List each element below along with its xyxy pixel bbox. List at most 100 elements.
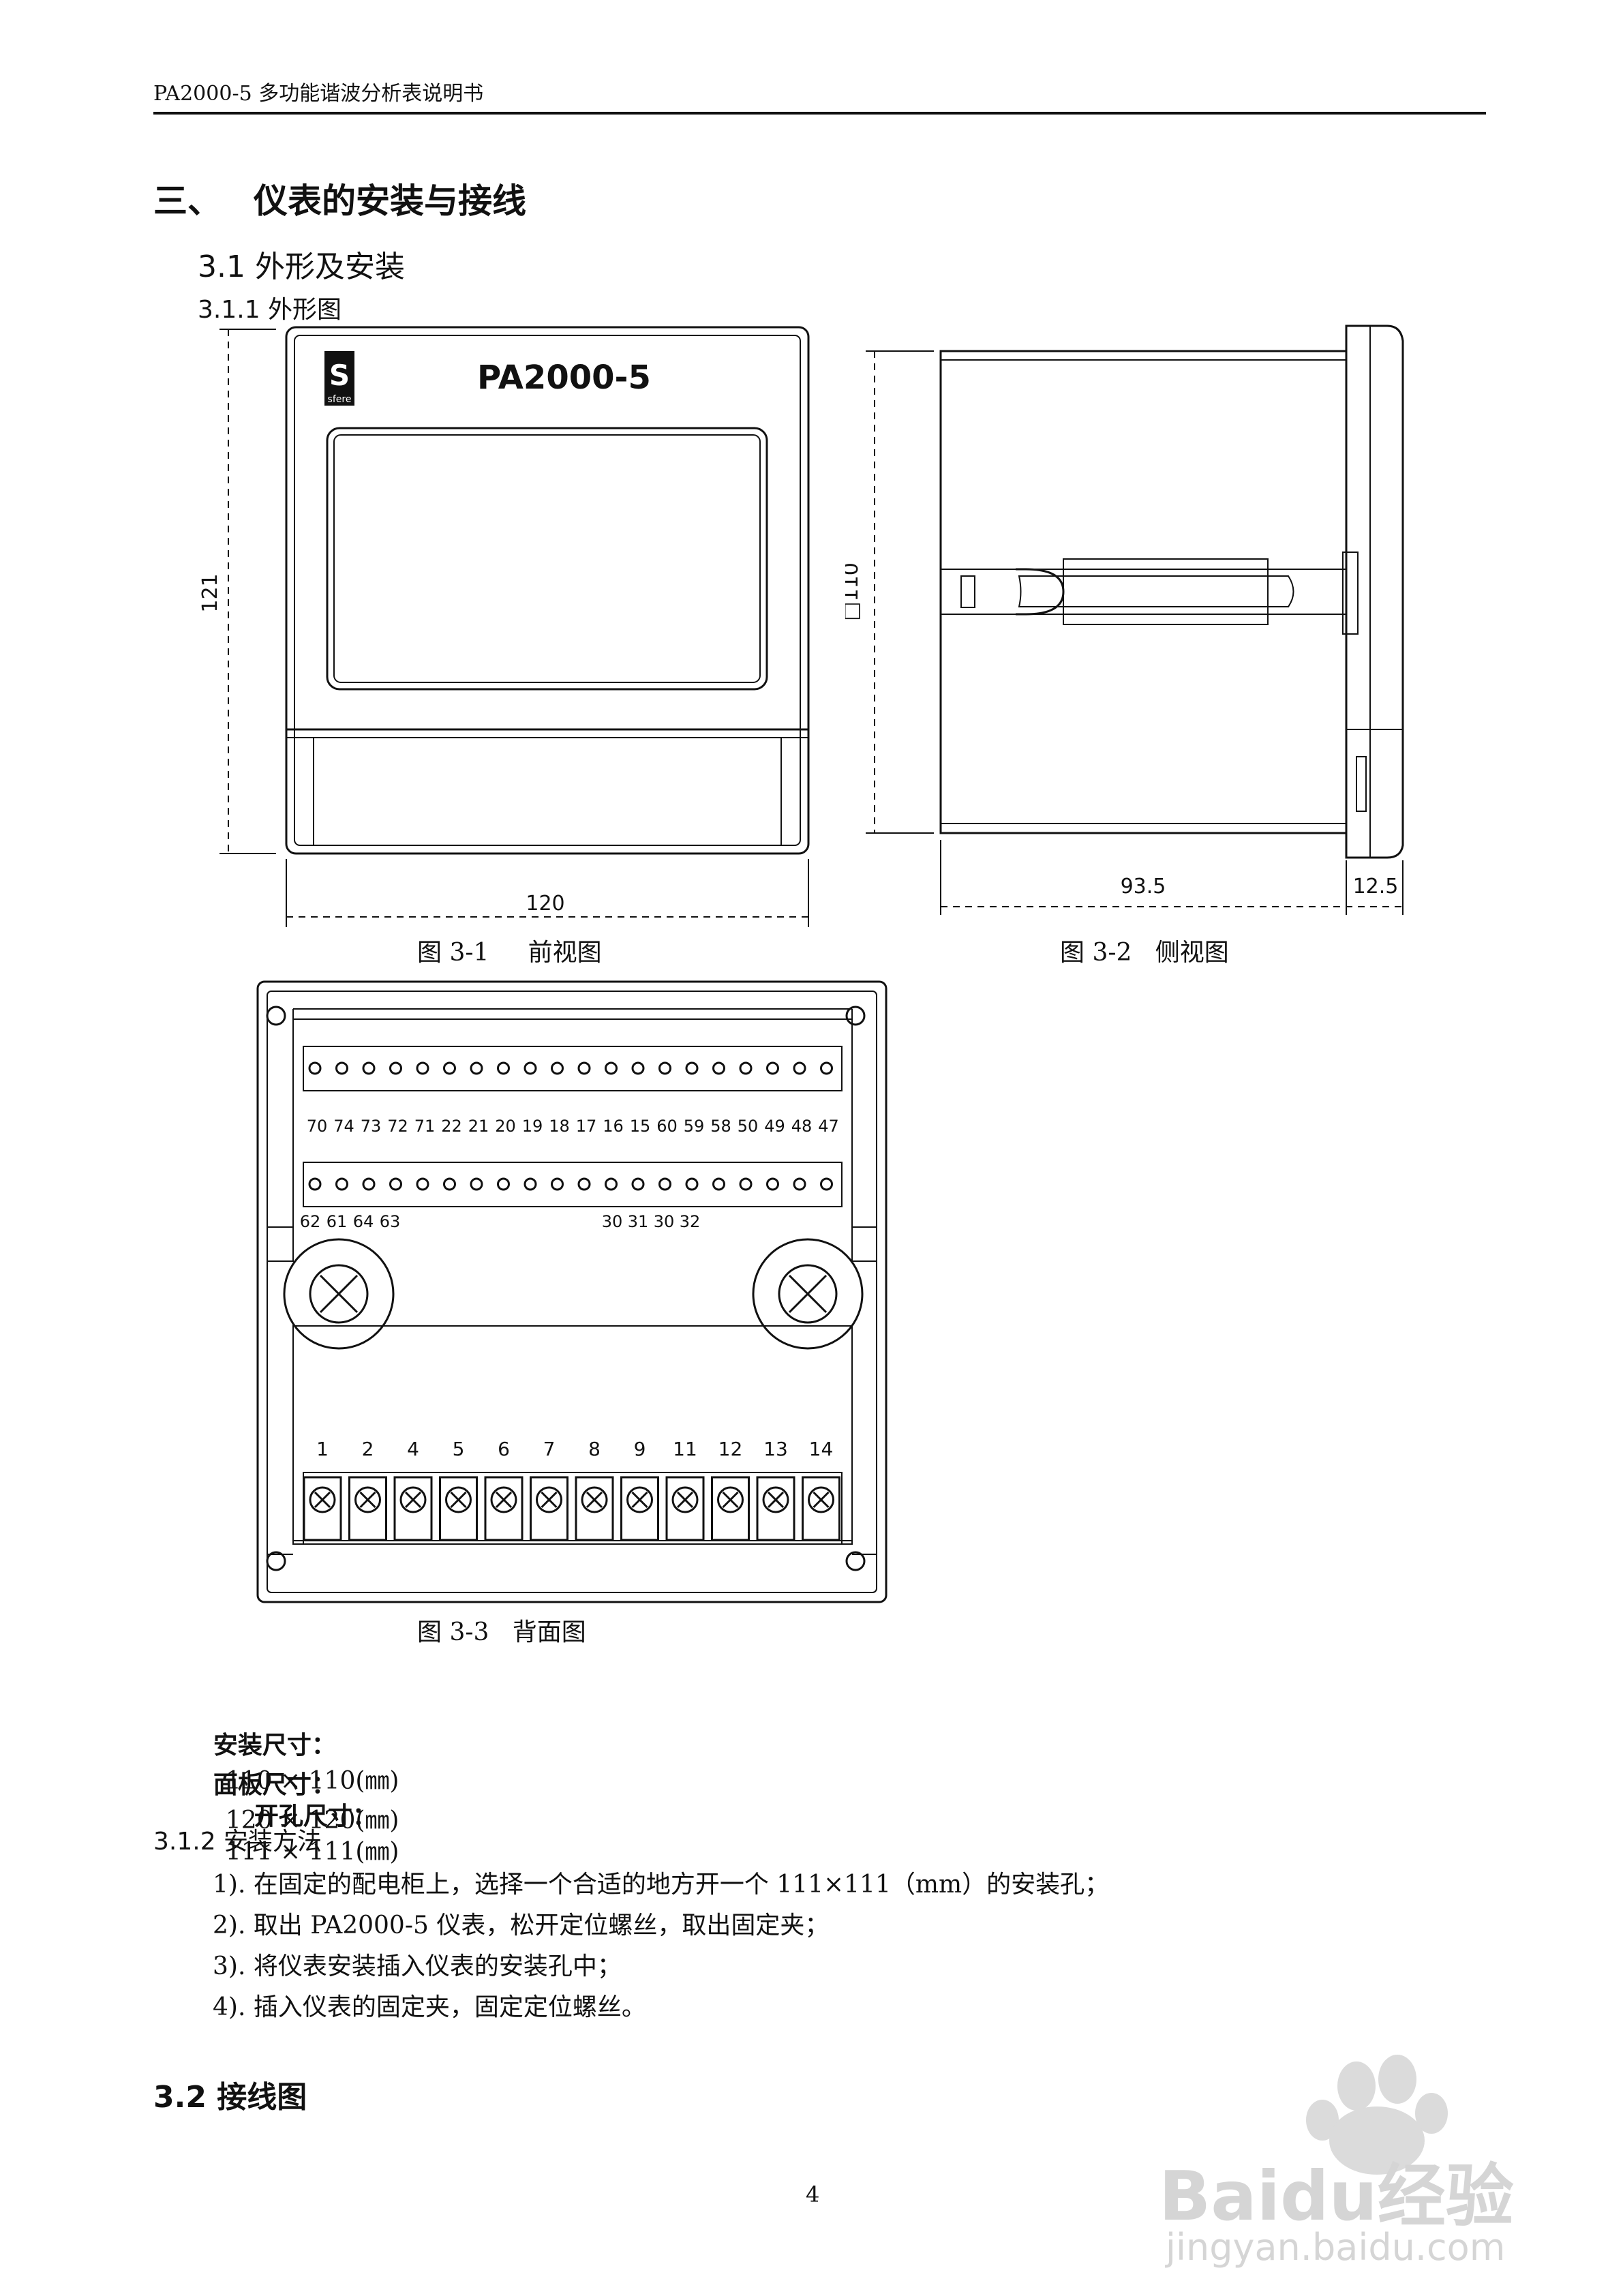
screw-terminal	[711, 1476, 750, 1541]
terminal-label: 30	[654, 1212, 675, 1231]
terminal-row-mid	[308, 1177, 833, 1191]
terminal-label: 63	[380, 1212, 401, 1231]
terminal-label: 64	[353, 1212, 374, 1231]
terminal-pin	[362, 1177, 376, 1191]
terminal-pin	[389, 1177, 402, 1191]
section-3-number: 三、	[153, 181, 222, 221]
terminal-label: 7	[543, 1438, 556, 1460]
figure-3-1-caption: 图 3-1 前视图	[417, 939, 602, 967]
screw-terminal	[484, 1476, 524, 1541]
screw-terminal	[575, 1476, 614, 1541]
install-step-4: 4). 插入仪表的固定夹，固定定位螺丝。	[213, 1993, 646, 2021]
section-3-1-title: 3.1 外形及安装	[198, 250, 405, 284]
terminal-pin	[658, 1061, 671, 1075]
terminal-pin	[631, 1177, 645, 1191]
terminal-label: 31	[628, 1212, 649, 1231]
terminal-pin	[470, 1177, 483, 1191]
terminal-pin	[712, 1061, 725, 1075]
terminal-pin	[551, 1061, 564, 1075]
terminal-pin	[739, 1177, 753, 1191]
terminal-pin	[685, 1177, 699, 1191]
terminal-label: 4	[407, 1438, 419, 1460]
terminal-pin	[308, 1061, 322, 1075]
terminal-label: 18	[549, 1117, 570, 1136]
screw-slot	[541, 1491, 558, 1509]
terminal-label: 58	[710, 1117, 731, 1136]
terminal-label: 1	[316, 1438, 329, 1460]
terminal-label: 50	[738, 1117, 759, 1136]
install-size-value: 110 × 110(㎜)	[225, 1767, 399, 1795]
terminal-pin	[766, 1061, 779, 1075]
screw-slot	[767, 1491, 785, 1509]
sfere-logo	[324, 351, 354, 406]
dim-height-121: 121	[198, 573, 222, 612]
dim-front-12-5: 12.5	[1353, 875, 1399, 898]
terminal-label: 19	[522, 1117, 543, 1136]
install-size-label: 安装尺寸：	[213, 1732, 336, 1759]
terminal-label: 15	[630, 1117, 651, 1136]
terminal-label: 13	[763, 1438, 788, 1460]
panel-size-label: 面板尺寸：	[213, 1771, 336, 1799]
screw-terminal	[530, 1476, 568, 1541]
terminal-pin	[416, 1061, 429, 1075]
screw-terminal	[620, 1476, 659, 1541]
terminal-screw	[808, 1486, 834, 1513]
side-view-figure: □110 93.5 12.5	[845, 324, 1404, 915]
cutout-size-value: 111 × 111(㎜)	[225, 1838, 399, 1866]
spec-line-2: 面板尺寸： 120 × 120(㎜)	[198, 1737, 399, 1836]
mounting-screw-left	[309, 1264, 369, 1324]
svg-text:S: S	[329, 359, 350, 392]
terminal-pin	[577, 1177, 591, 1191]
terminal-label: 32	[680, 1212, 701, 1231]
terminal-label: 73	[361, 1117, 382, 1136]
front-view-figure: S sfere PA2000-5 121 120	[198, 326, 810, 927]
paw-icon	[1306, 2055, 1448, 2175]
terminal-pin	[605, 1061, 618, 1075]
section-3-2-title: 3.2 接线图	[153, 2080, 307, 2115]
terminal-label: 49	[764, 1117, 785, 1136]
section-3-title: 仪表的安装与接线	[254, 181, 526, 221]
terminal-label: 20	[495, 1117, 516, 1136]
terminal-label: 8	[588, 1438, 601, 1460]
terminal-pin	[658, 1177, 671, 1191]
screw-slot	[722, 1491, 739, 1509]
terminal-pin	[631, 1061, 645, 1075]
terminal-screw	[762, 1486, 789, 1513]
figure-3-2-caption: 图 3-2 侧视图	[1060, 939, 1229, 967]
terminal-pin	[443, 1177, 456, 1191]
terminal-pin	[524, 1177, 537, 1191]
section-3-1-1-title: 3.1.1 外形图	[198, 296, 342, 324]
terminal-screw	[309, 1486, 336, 1513]
terminal-screw	[445, 1486, 472, 1513]
screw-terminal	[802, 1476, 840, 1541]
terminal-pin	[793, 1061, 806, 1075]
terminal-screw	[536, 1486, 562, 1513]
screw-slot	[450, 1491, 467, 1509]
figure-3-3-caption: 图 3-3 背面图	[417, 1618, 586, 1646]
install-step-1: 1). 在固定的配电柜上，选择一个合适的地方开一个 111×111（mm）的安装…	[213, 1871, 1110, 1899]
screw-slot	[676, 1491, 694, 1509]
terminal-label: 47	[818, 1117, 839, 1136]
watermark-brand: Baidu经验	[1159, 2156, 1514, 2236]
terminal-row-top	[308, 1061, 833, 1075]
model-label: PA2000-5	[477, 359, 651, 397]
terminal-pin	[605, 1177, 618, 1191]
terminal-pin	[335, 1177, 348, 1191]
terminal-screw	[490, 1486, 517, 1513]
terminal-label: 22	[441, 1117, 462, 1136]
terminal-label: 12	[718, 1438, 743, 1460]
terminal-label: 74	[333, 1117, 354, 1136]
spec-line-1: 安装尺寸： 110 × 110(㎜) 开孔尺寸： 111 × 111(㎜)	[198, 1697, 399, 1867]
terminal-pin	[820, 1177, 833, 1191]
terminal-label: 72	[387, 1117, 408, 1136]
screw-slot	[631, 1491, 648, 1509]
terminal-label: 17	[576, 1117, 597, 1136]
terminal-label: 6	[498, 1438, 510, 1460]
dim-depth-93-5: 93.5	[1121, 875, 1166, 898]
terminal-label: 5	[453, 1438, 465, 1460]
running-header: PA2000-5 多功能谐波分析表说明书	[153, 82, 484, 106]
terminal-label: 48	[791, 1117, 813, 1136]
terminal-pin	[793, 1177, 806, 1191]
